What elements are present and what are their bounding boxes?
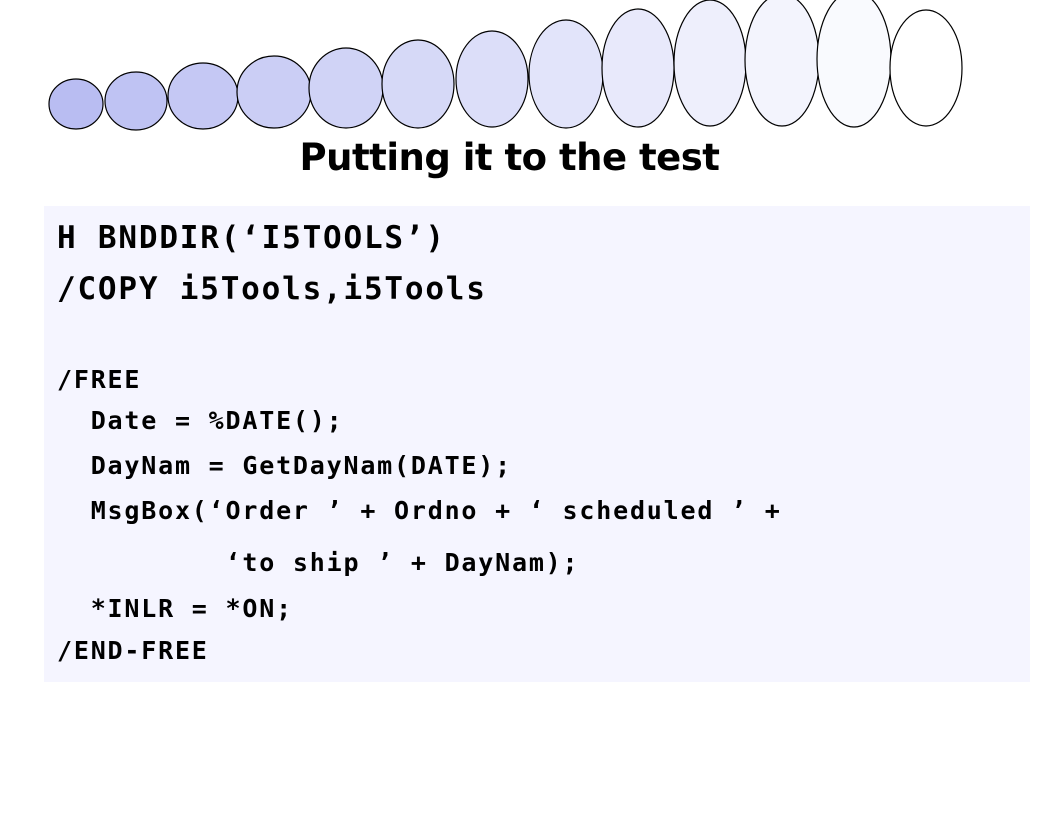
decor-ellipse	[308, 47, 384, 129]
decor-ellipse	[236, 55, 312, 129]
decor-ellipse	[673, 0, 747, 127]
decor-ellipse	[528, 19, 604, 129]
ellipse-chain-decoration	[48, 0, 963, 131]
decor-ellipse	[816, 0, 892, 128]
code-line-4: Date = %DATE();	[57, 406, 344, 435]
code-line-8: *INLR = *ON;	[57, 594, 293, 623]
code-line-7: ‘to ship ’ + DayNam);	[57, 548, 580, 577]
code-line-2: /COPY i5Tools,i5Tools	[57, 271, 487, 307]
decor-ellipse	[381, 39, 455, 129]
slide-title: Putting it to the test	[299, 136, 720, 179]
code-line-1: H BNDDIR(‘I5TOOLS’)	[57, 220, 446, 256]
decor-ellipse	[601, 8, 675, 128]
code-line-9: /END-FREE	[57, 636, 209, 665]
decor-ellipse	[48, 78, 104, 130]
decor-ellipse	[455, 30, 529, 128]
decor-ellipse	[744, 0, 820, 127]
code-line-5: DayNam = GetDayNam(DATE);	[57, 451, 512, 480]
code-block: H BNDDIR(‘I5TOOLS’) /COPY i5Tools,i5Tool…	[44, 206, 1030, 682]
code-line-3: /FREE	[57, 365, 142, 394]
code-line-6: MsgBox(‘Order ’ + Ordno + ‘ scheduled ’ …	[57, 496, 782, 525]
decor-ellipse	[104, 71, 168, 131]
decor-ellipse	[889, 9, 963, 127]
decor-ellipse	[167, 62, 239, 130]
